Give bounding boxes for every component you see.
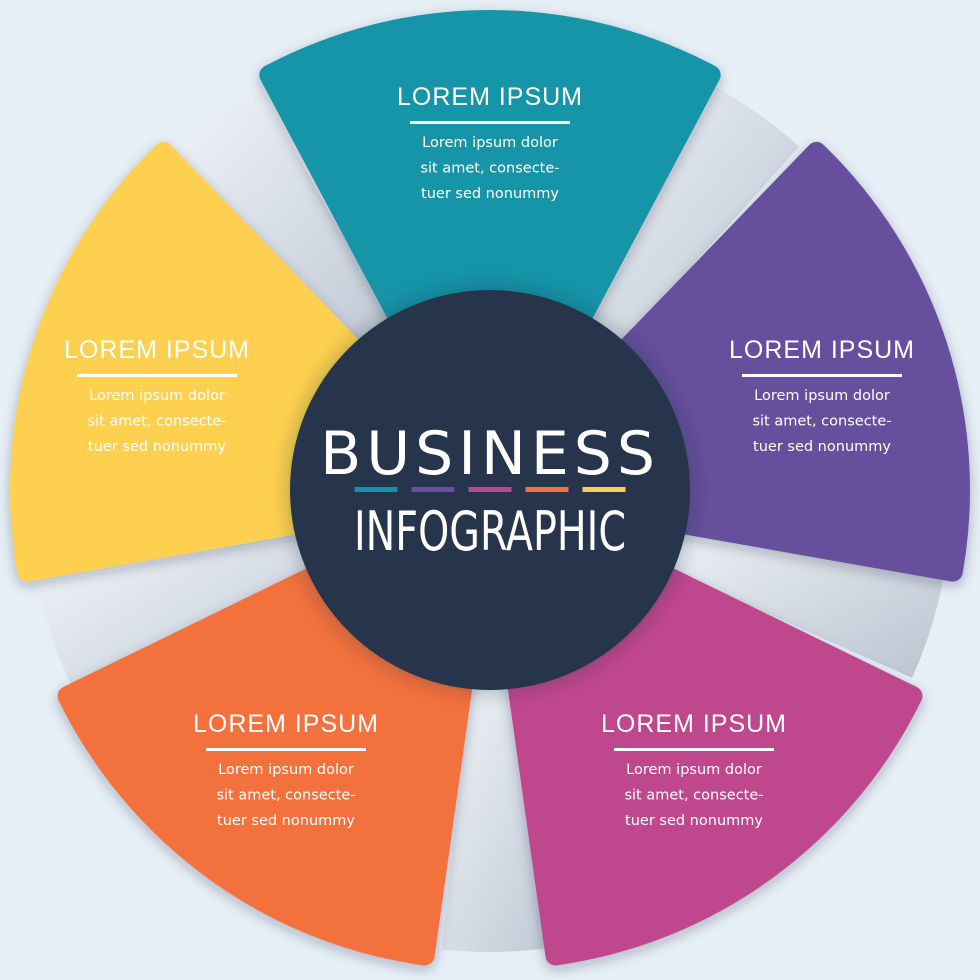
fold-yellow bbox=[146, 89, 410, 383]
hub-divider-3 bbox=[525, 487, 569, 492]
segment-title: LOREM IPSUM bbox=[64, 336, 250, 364]
segment-title: LOREM IPSUM bbox=[193, 710, 379, 738]
segment-title-underline bbox=[206, 748, 366, 751]
segment-magenta: LOREM IPSUM Lorem ipsum dolor sit amet, co… bbox=[502, 550, 923, 966]
segment-title: LOREM IPSUM bbox=[397, 83, 583, 111]
hub-divider-4 bbox=[582, 487, 626, 492]
segment-fold-shadows bbox=[38, 67, 950, 952]
hub-divider-2 bbox=[468, 487, 512, 492]
segment-body-line: tuer sed nonummy bbox=[625, 813, 763, 829]
segment-title: LOREM IPSUM bbox=[729, 336, 915, 364]
segment-body-line: sit amet, consecte- bbox=[624, 788, 763, 804]
segment-body-line: Lorem ipsum dolor bbox=[218, 762, 354, 778]
segment-body-line: Lorem ipsum dolor bbox=[754, 388, 890, 404]
segment-body-line: sit amet, consecte- bbox=[420, 161, 559, 177]
center-hub: BUSINESS INFOGRAPHIC bbox=[290, 290, 690, 690]
segment-body-line: Lorem ipsum dolor bbox=[89, 388, 225, 404]
segment-body-line: sit amet, consecte- bbox=[216, 788, 355, 804]
segments-group: LOREM IPSUM Lorem ipsum dolor sit amet, co… bbox=[10, 10, 970, 966]
segment-body-line: tuer sed nonummy bbox=[88, 439, 226, 455]
hub-divider-0 bbox=[354, 487, 398, 492]
segment-purple: LOREM IPSUM Lorem ipsum dolor sit amet, co… bbox=[591, 141, 970, 582]
segment-body-line: Lorem ipsum dolor bbox=[422, 135, 558, 151]
segment-title-underline bbox=[77, 374, 237, 377]
segment-title-underline bbox=[742, 374, 902, 377]
fold-teal bbox=[555, 67, 800, 372]
segment-orange: LOREM IPSUM Lorem ipsum dolor sit amet, co… bbox=[57, 550, 478, 966]
segment-body-line: sit amet, consecte- bbox=[752, 414, 891, 430]
hub-divider-1 bbox=[411, 487, 455, 492]
hub-color-dividers bbox=[354, 487, 626, 492]
hub-title-top: BUSINESS bbox=[320, 419, 660, 489]
segment-body-line: tuer sed nonummy bbox=[421, 186, 559, 202]
segment-body-line: sit amet, consecte- bbox=[87, 414, 226, 430]
hub-title-bottom: INFOGRAPHIC bbox=[354, 500, 626, 563]
segment-title-underline bbox=[614, 748, 774, 751]
segment-title-underline bbox=[410, 121, 570, 124]
segment-body-line: tuer sed nonummy bbox=[217, 813, 355, 829]
segment-body-line: tuer sed nonummy bbox=[753, 439, 891, 455]
segment-title: LOREM IPSUM bbox=[601, 710, 787, 738]
segment-body-line: Lorem ipsum dolor bbox=[626, 762, 762, 778]
